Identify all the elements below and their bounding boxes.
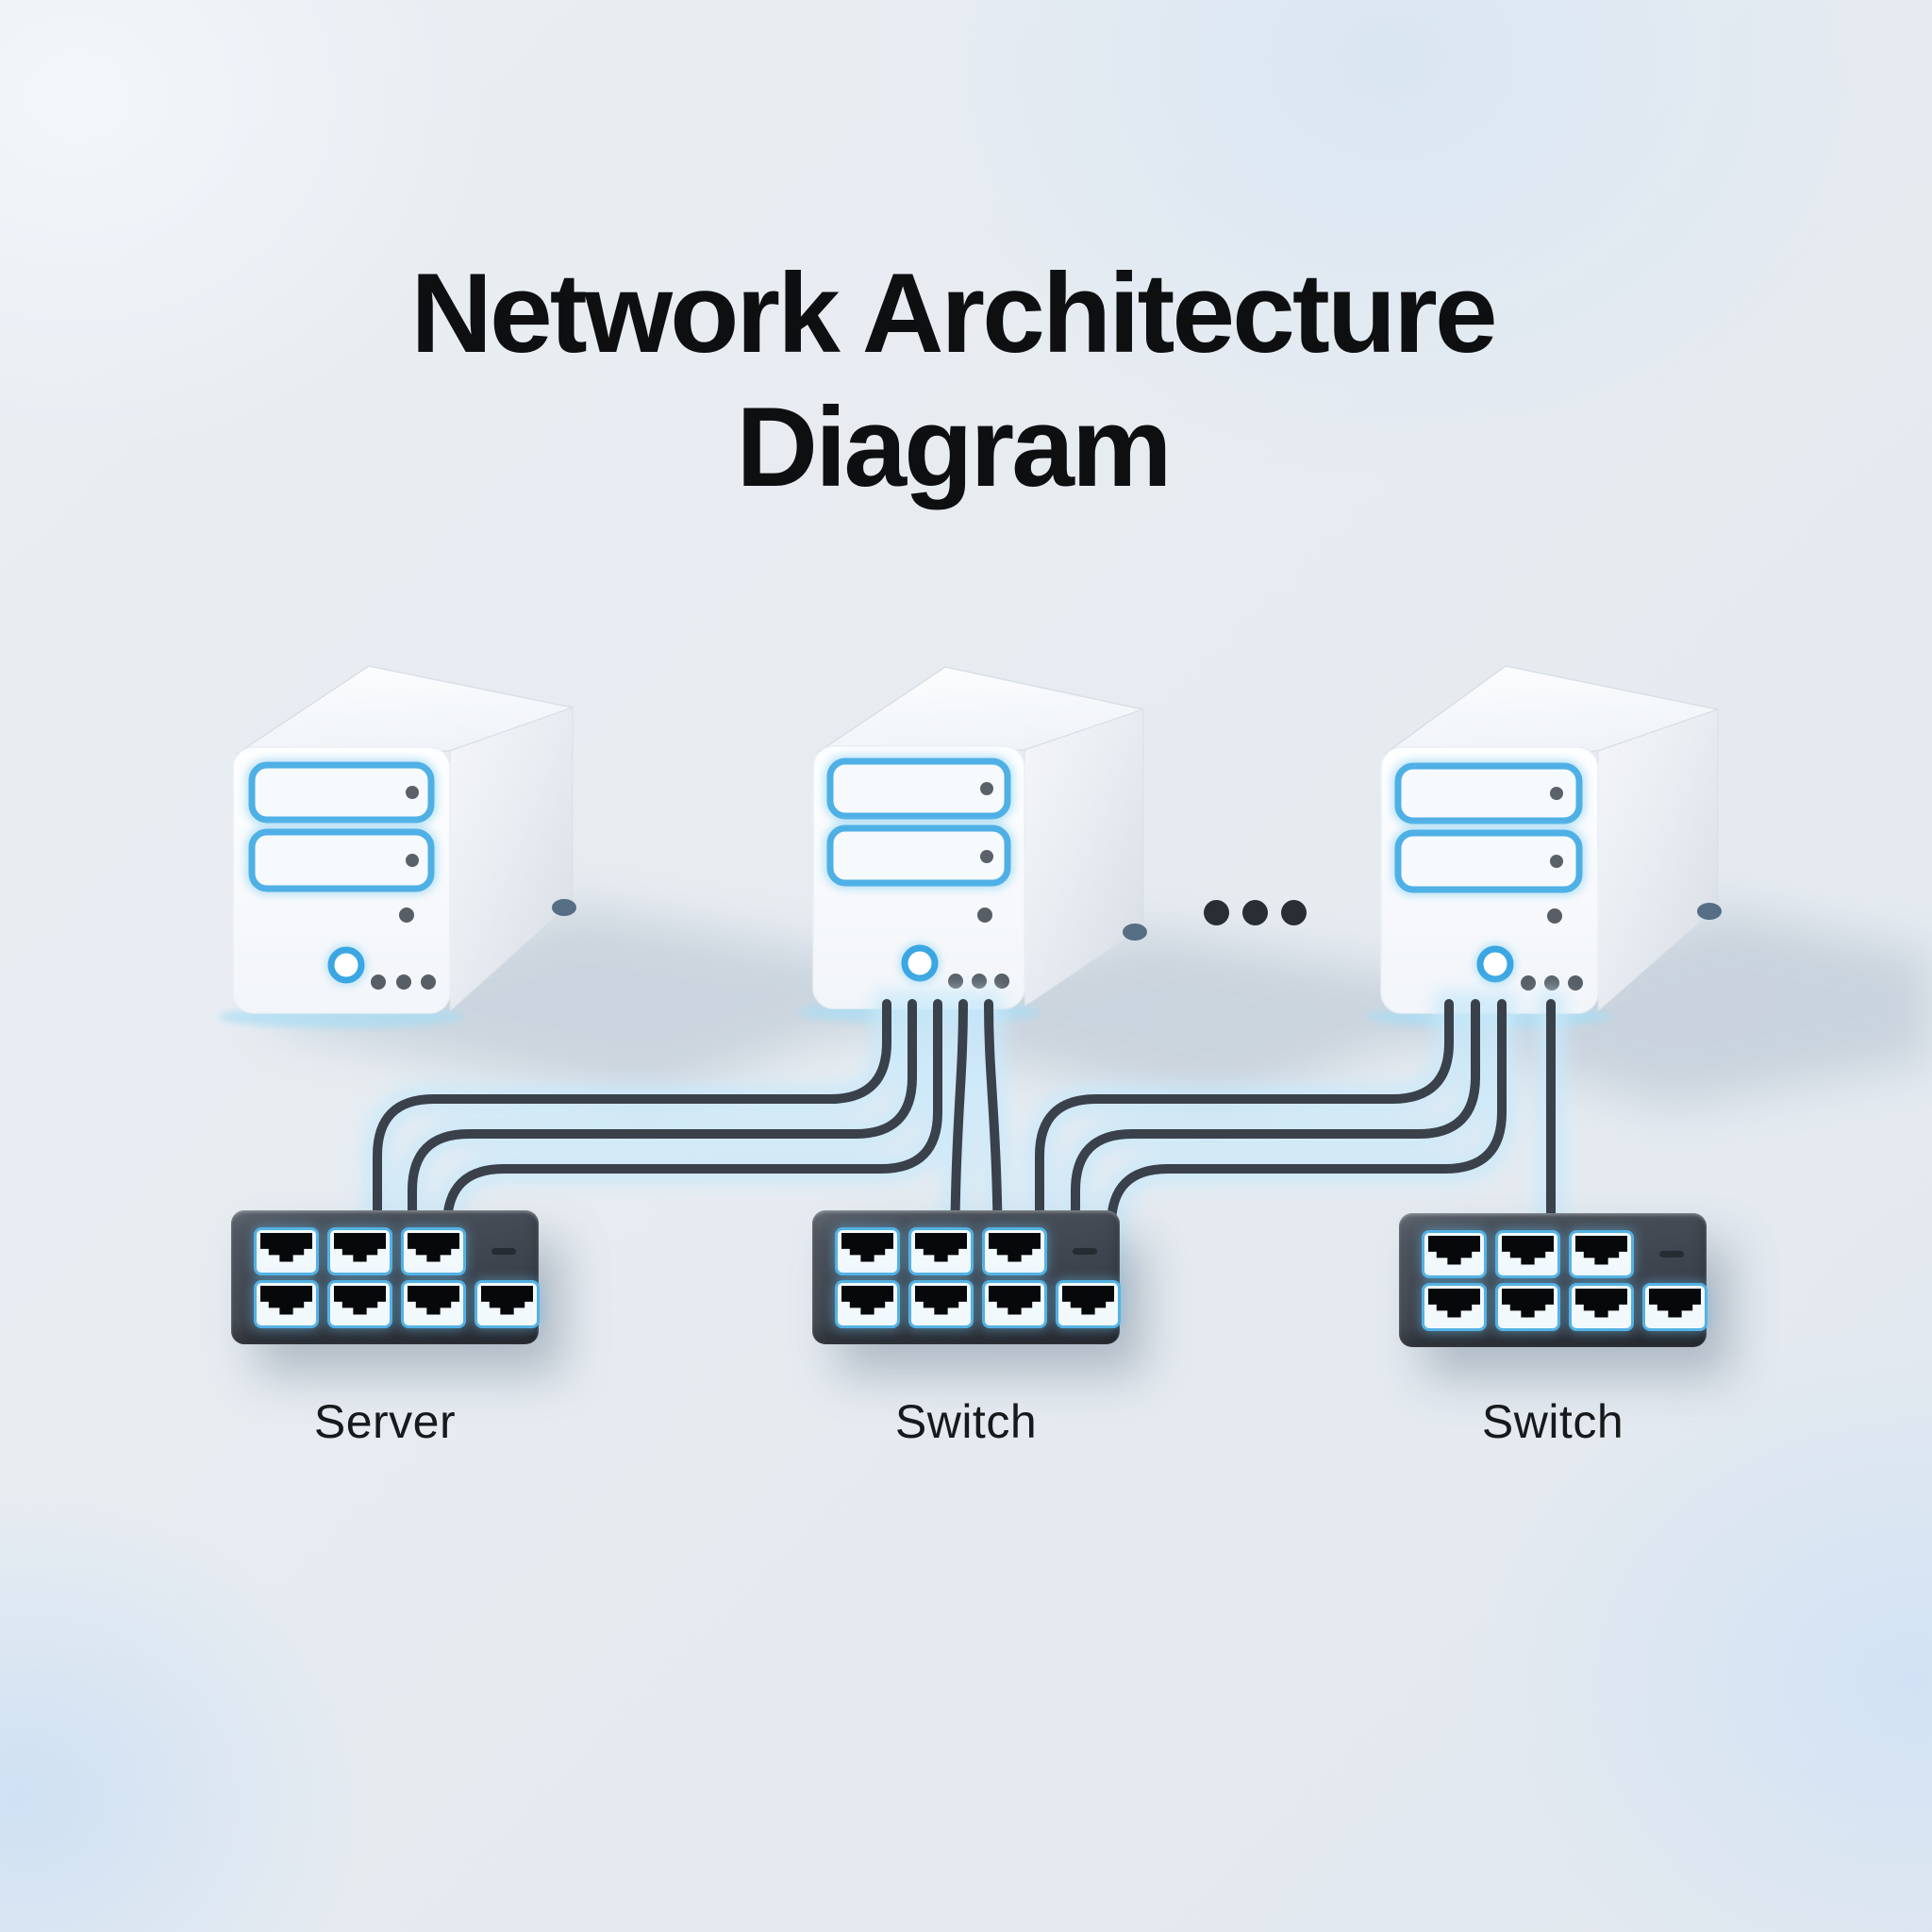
status-dot (1547, 908, 1562, 924)
switch1-label: Server (313, 1395, 457, 1448)
ethernet-port-icon (911, 1229, 971, 1273)
ethernet-cable (408, 999, 917, 1283)
status-dot (371, 974, 386, 990)
ethernet-port-icon (985, 1229, 1044, 1273)
status-dot (1544, 975, 1559, 991)
ellipsis-dots (1204, 900, 1307, 925)
drive-bay-icon (248, 828, 435, 892)
switch3-label: Switch (1481, 1395, 1624, 1448)
ethernet-port-icon (404, 1229, 463, 1273)
bay-indicator-dot (1550, 787, 1563, 800)
title-line-2: Diagram (736, 383, 1172, 510)
ethernet-port-icon (1498, 1232, 1557, 1275)
server-foot (1123, 924, 1147, 941)
drive-bay-icon (1394, 762, 1583, 824)
ethernet-port-icon (1424, 1232, 1484, 1275)
status-dot (994, 974, 1009, 989)
drive-bay-icon (826, 758, 1011, 820)
port-row-bottom (257, 1282, 539, 1325)
led-slot (1659, 1250, 1684, 1257)
status-dot (399, 908, 414, 923)
bay-indicator-dot (980, 850, 993, 863)
floor-shadows (255, 904, 1932, 1113)
server-tower-2 (798, 666, 1147, 1024)
server-tower-3 (1367, 665, 1722, 1028)
port-row-top (257, 1229, 539, 1273)
ethernet-cable (373, 999, 891, 1283)
power-button-icon (901, 944, 939, 982)
ellipsis-dot (1281, 900, 1307, 925)
ethernet-port-icon (838, 1282, 897, 1325)
ethernet-port-icon (477, 1282, 537, 1325)
status-dot (972, 974, 987, 989)
server-foot (552, 899, 576, 916)
network-switch-1 (231, 1210, 539, 1344)
power-button-icon (327, 946, 365, 984)
ethernet-cable (1035, 999, 1454, 1283)
ethernet-cable (442, 999, 942, 1283)
title-line-1: Network Architecture (410, 250, 1497, 376)
port-row-bottom (838, 1282, 1120, 1325)
ethernet-port-icon (1424, 1285, 1484, 1328)
ethernet-port-icon (257, 1282, 316, 1325)
ethernet-port-icon (985, 1282, 1044, 1325)
ethernet-port-icon (330, 1229, 390, 1273)
bay-indicator-dot (1550, 855, 1563, 868)
ellipsis-dot (1204, 900, 1229, 925)
ethernet-port-icon (838, 1229, 897, 1273)
network-switch-3 (1399, 1213, 1707, 1347)
status-dot (396, 974, 411, 990)
server1-shadow (255, 904, 972, 1104)
bay-indicator-dot (406, 854, 419, 867)
status-dot (977, 908, 992, 923)
ethernet-port-icon (257, 1229, 316, 1273)
server-tower-1 (219, 665, 576, 1028)
status-dot (1521, 975, 1536, 991)
network-switch-2 (812, 1210, 1120, 1344)
led-slot (491, 1247, 516, 1255)
port-row-bottom (1424, 1285, 1707, 1328)
drive-bay-icon (826, 824, 1011, 887)
bay-indicator-dot (980, 782, 993, 795)
ethernet-port-icon (1058, 1282, 1118, 1325)
ethernet-port-icon (330, 1282, 390, 1325)
ethernet-port-icon (1572, 1232, 1631, 1275)
power-button-icon (1476, 945, 1514, 983)
switch2-label: Switch (894, 1395, 1038, 1448)
status-dot (948, 974, 963, 989)
ethernet-cable (1107, 999, 1507, 1283)
ethernet-port-icon (1498, 1285, 1557, 1328)
drive-bay-icon (1394, 829, 1583, 893)
ethernet-port-icon (1572, 1285, 1631, 1328)
status-dot (421, 974, 436, 990)
ellipsis-dot (1242, 900, 1268, 925)
port-row-top (838, 1229, 1120, 1273)
ethernet-port-icon (1645, 1285, 1705, 1328)
ethernet-port-icon (911, 1282, 971, 1325)
server-foot (1697, 903, 1722, 920)
led-slot (1073, 1247, 1097, 1255)
ethernet-port-icon (404, 1282, 463, 1325)
server3-shadow (1396, 908, 1932, 1108)
drive-bay-icon (248, 761, 435, 824)
bay-indicator-dot (406, 786, 419, 799)
ethernet-cable (1071, 999, 1480, 1283)
status-dot (1568, 975, 1583, 991)
port-row-top (1424, 1232, 1707, 1275)
diagram-title: Network Architecture Diagram (0, 247, 1919, 514)
